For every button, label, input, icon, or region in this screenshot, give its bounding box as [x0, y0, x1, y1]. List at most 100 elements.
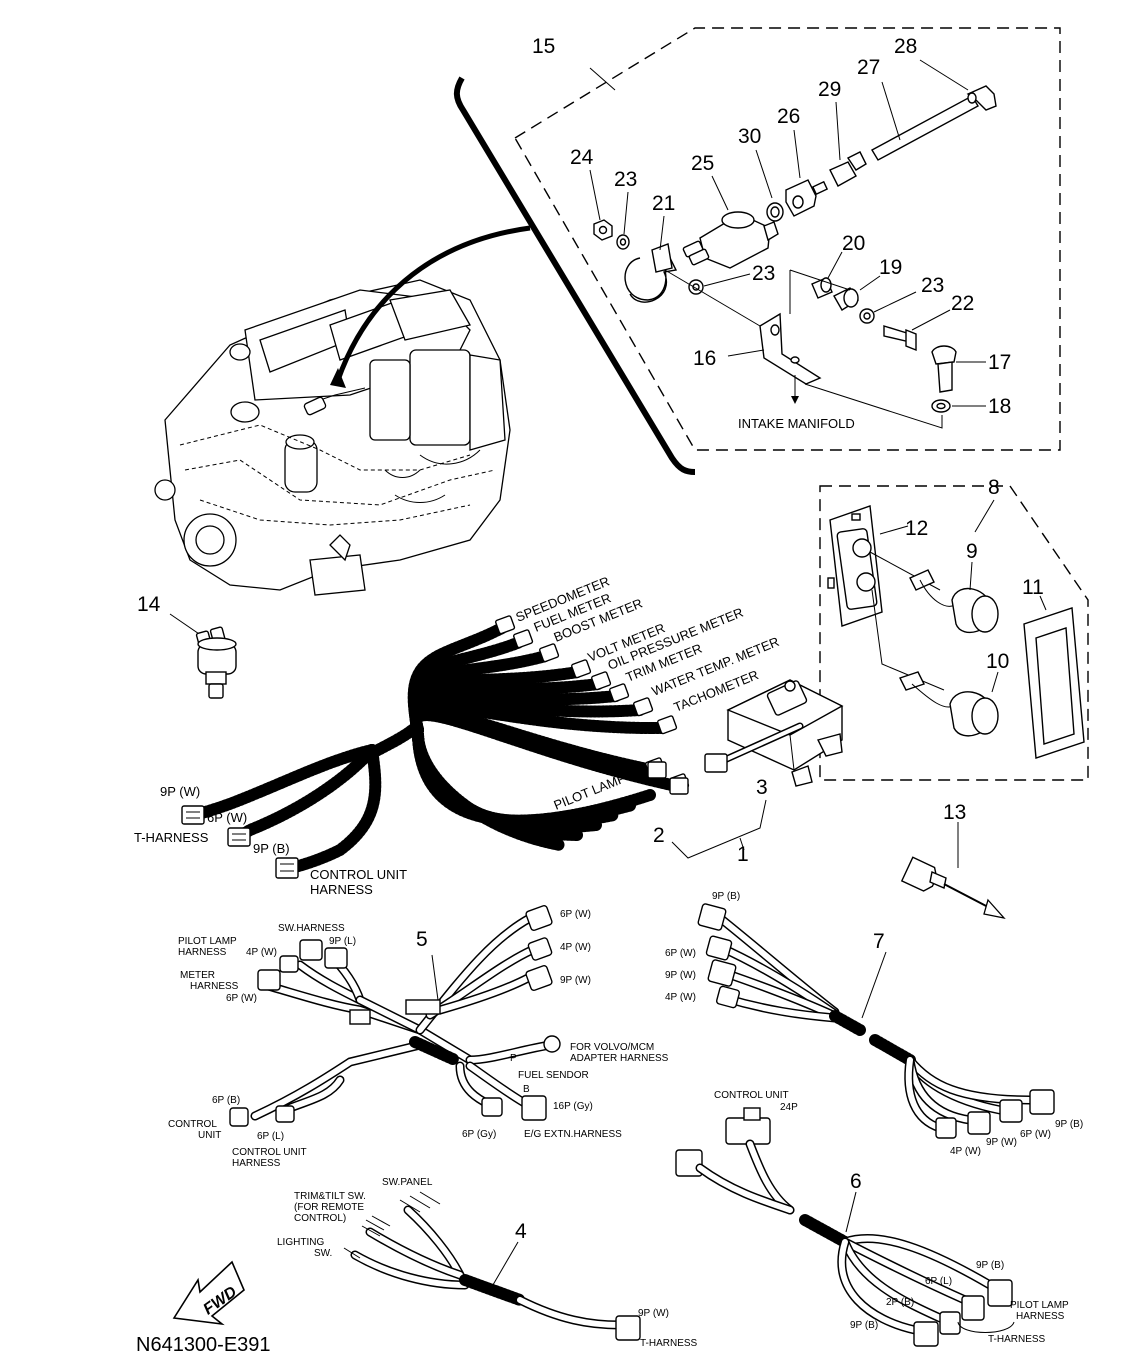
harness-5	[229, 904, 561, 1127]
label-h5-pilot-lamp-1: PILOT LAMP	[178, 936, 237, 947]
label-h7-r-9p-w: 9P (W)	[986, 1137, 1017, 1148]
label-h7-6p-w: 6P (W)	[665, 948, 696, 959]
label-h5-control-2: UNIT	[198, 1130, 221, 1141]
label-h5-r-9p-w: 9P (W)	[560, 975, 591, 986]
meter-connector	[513, 629, 534, 649]
callout-20: 20	[842, 232, 865, 255]
callout-27: 27	[857, 56, 880, 79]
callout-25: 25	[691, 152, 714, 175]
label-h5-6p-w: 6P (W)	[226, 993, 257, 1004]
forward-arrow-icon	[172, 1260, 245, 1326]
callout-6: 6	[850, 1170, 862, 1193]
label-h7-9p-w: 9P (W)	[665, 970, 696, 981]
harness-6-labels: CONTROL UNIT 24P 9P (B) 6P (L) 2P (B) PI…	[714, 1090, 1069, 1345]
label-control-unit-harness-2: HARNESS	[310, 882, 373, 897]
label-h5-eg-extn: E/G EXTN.HARNESS	[524, 1129, 622, 1140]
label-h5-6p-gy: 6P (Gy)	[462, 1129, 496, 1140]
label-h7-r-4p-w: 4P (W)	[950, 1146, 981, 1157]
switch-panel-box	[819, 485, 1089, 781]
harness-6	[675, 1107, 1015, 1347]
figure-code: N641300-E391	[136, 1334, 271, 1351]
callout-9: 9	[966, 540, 978, 563]
label-h4-lighting-1: LIGHTING	[277, 1237, 324, 1248]
label-h5-p: P	[510, 1053, 517, 1064]
harness-4	[343, 1191, 641, 1341]
meter-branch-wire	[412, 729, 656, 827]
label-h6-2p-b: 2P (B)	[886, 1297, 914, 1308]
label-h4-trim-3: CONTROL)	[294, 1213, 346, 1224]
temp-sensor-13	[900, 822, 1006, 920]
intake-manifold-label: INTAKE MANIFOLD	[738, 416, 855, 431]
label-h4-sw-panel: SW.PANEL	[382, 1177, 433, 1188]
clamp-21	[624, 252, 678, 303]
label-h5-6p-b: 6P (B)	[212, 1095, 240, 1106]
meter-connector	[539, 643, 560, 663]
label-h5-r-6p-w: 6P (W)	[560, 909, 591, 920]
label-h6-6p-l: 6P (L)	[925, 1276, 952, 1287]
label-main-t-harness: T-HARNESS	[134, 830, 209, 845]
label-h5-4p-w: 4P (W)	[246, 947, 277, 958]
callout-14: 14	[137, 593, 161, 616]
bracket-16	[759, 312, 822, 385]
callout-17: 17	[988, 351, 1011, 374]
callout-16: 16	[693, 347, 716, 370]
sensor-detail-box	[453, 27, 1061, 475]
label-h5-9p-l: 9P (L)	[329, 936, 356, 947]
label-h5-16p-gy: 16P (Gy)	[553, 1101, 593, 1112]
label-h5-sw-harness: SW.HARNESS	[278, 923, 345, 934]
meter-connector	[609, 683, 630, 703]
callout-5: 5	[416, 928, 428, 951]
label-control-unit-harness-1: CONTROL UNIT	[310, 867, 407, 882]
label-h5-6p-l: 6P (L)	[257, 1131, 284, 1142]
callout-23-a: 23	[614, 168, 637, 191]
callout-numbers: 15 28 27 29 26 30 25 24 23 21 23 20 19 2…	[137, 35, 1044, 1243]
callout-28: 28	[894, 35, 917, 58]
label-h6-9p-b: 9P (B)	[976, 1260, 1004, 1271]
label-h4-t-harness: T-HARNESS	[640, 1338, 698, 1349]
label-h5-control-1: CONTROL	[168, 1119, 217, 1130]
engine-illustration	[154, 279, 511, 596]
label-h5-r-4p-w: 4P (W)	[560, 942, 591, 953]
callout-19: 19	[879, 256, 902, 279]
oil-pressure-sender-14	[169, 613, 237, 699]
label-h5-b: B	[523, 1084, 530, 1095]
callout-13: 13	[943, 801, 966, 824]
label-h7-r-9p-b: 9P (B)	[1055, 1119, 1083, 1130]
callout-18: 18	[988, 395, 1011, 418]
bolt-17	[931, 345, 957, 365]
callout-26: 26	[777, 105, 800, 128]
callout-21: 21	[652, 192, 675, 215]
meter-connector	[657, 715, 678, 735]
callout-1: 1	[737, 843, 749, 866]
label-h4-9p-w: 9P (W)	[638, 1308, 669, 1319]
fitting-29	[829, 161, 857, 187]
label-h5-cu-harness-1: CONTROL UNIT	[232, 1147, 307, 1158]
callout-23-c: 23	[921, 274, 944, 297]
harness-7	[697, 903, 1055, 1139]
connector-9p-b	[275, 857, 299, 879]
sender-unit-25	[682, 211, 779, 269]
callout-4: 4	[515, 1220, 527, 1243]
label-h6-pilot-1: PILOT LAMP	[1010, 1300, 1069, 1311]
detail-pointer-arrow	[330, 225, 531, 388]
control-unit-3	[704, 679, 844, 787]
callout-22: 22	[951, 292, 974, 315]
callout-29: 29	[818, 78, 841, 101]
callout-11: 11	[1022, 576, 1044, 599]
label-h6-control-unit: CONTROL UNIT	[714, 1090, 789, 1101]
label-main-9p-w: 9P (W)	[160, 784, 200, 799]
meter-connector	[571, 659, 592, 679]
pipe-27	[871, 95, 979, 161]
label-h6-t-harness: T-HARNESS	[988, 1334, 1046, 1345]
meter-connector	[495, 615, 516, 635]
label-h5-meter-2: HARNESS	[190, 981, 239, 992]
callout-30: 30	[738, 125, 761, 148]
harness-5-labels: SW.HARNESS 9P (L) PILOT LAMP HARNESS 4P …	[168, 909, 669, 1169]
callout-2: 2	[653, 824, 665, 847]
label-h5-meter-1: METER	[180, 970, 215, 981]
label-h4-lighting-2: SW.	[314, 1248, 332, 1259]
label-h6-9p-b-low: 9P (B)	[850, 1320, 878, 1331]
connector-9p-w	[181, 805, 205, 825]
label-main-9p-b: 9P (B)	[253, 841, 290, 856]
